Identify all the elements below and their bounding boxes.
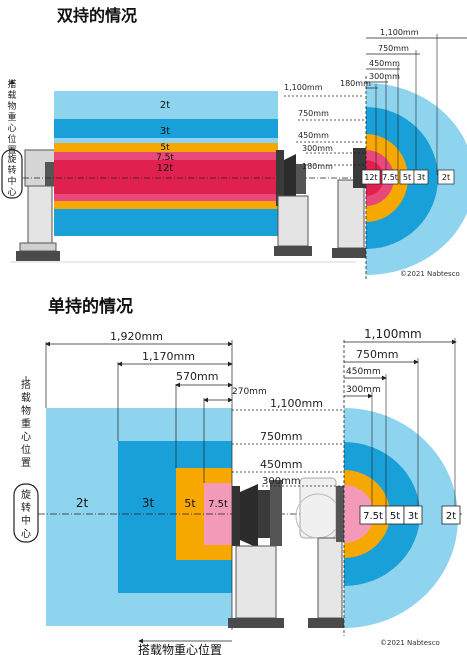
upper-band-label-5t: 5t (160, 143, 170, 153)
svg-text:570mm: 570mm (176, 370, 218, 383)
svg-text:1,100mm: 1,100mm (284, 83, 323, 92)
svg-text:1,100mm: 1,100mm (380, 28, 419, 37)
svg-text:300mm: 300mm (369, 72, 400, 81)
upper-right-positioner (332, 148, 370, 258)
lower-side-dimensions: 1,100mm 750mm 450mm 300mm (232, 397, 344, 487)
lower-zone-label-3t: 3t (142, 496, 155, 510)
svg-text:270mm: 270mm (232, 387, 267, 397)
svg-text:300mm: 300mm (302, 144, 333, 153)
lower-top-dimensions: 1,100mm 750mm 450mm 300mm (344, 327, 457, 510)
lower-zone-label-2t: 2t (76, 496, 89, 510)
upper-band-label-7-5t: 7.5t (156, 153, 174, 163)
svg-text:5t: 5t (390, 511, 400, 522)
svg-text:3t: 3t (408, 511, 418, 522)
upper-band-label-3t: 3t (160, 126, 170, 137)
upper-title: 双持的情况 (57, 6, 138, 25)
upper-band-12t (54, 160, 278, 194)
upper-diagram: 2t 3t 5t 7.5t 12t 旋转中心 搭载物重心位置 (1, 28, 467, 280)
upper-rotation-center-badge: 旋转中心 (1, 149, 23, 199)
svg-text:搭载物重心位置: 搭载物重心位置 (21, 378, 31, 469)
upper-top-dimensions: 1,100mm 750mm 450mm 300mm 180mm (340, 28, 467, 175)
lower-title: 单持的情况 (48, 297, 133, 317)
svg-text:750mm: 750mm (260, 430, 302, 443)
svg-text:2t: 2t (442, 173, 450, 182)
svg-text:7.5t: 7.5t (382, 173, 398, 182)
lower-vertical-label-stack: 搭载物重心位置 (21, 376, 31, 469)
upper-chuck (274, 150, 312, 256)
upper-band-label-12t: 12t (157, 163, 174, 174)
svg-text:450mm: 450mm (346, 367, 381, 377)
lower-diagram: 2t 3t 5t 7.5t 1,920mm 1,170mm 570mm 270m… (13, 327, 462, 655)
svg-text:1,100mm: 1,100mm (364, 327, 422, 341)
svg-text:1,170mm: 1,170mm (142, 350, 195, 363)
svg-text:搭载物重心位置: 搭载物重心位置 (7, 78, 16, 156)
upper-weight-tags: 12t 7.5t 5t 3t 2t (361, 169, 455, 185)
upper-band-2t-mid (54, 138, 278, 143)
svg-text:180mm: 180mm (340, 79, 371, 88)
svg-text:300mm: 300mm (346, 385, 381, 395)
lower-zone-label-7-5t: 7.5t (208, 499, 228, 510)
svg-text:旋转中心: 旋转中心 (7, 153, 16, 198)
upper-band-label-2t: 2t (160, 100, 170, 111)
svg-text:750mm: 750mm (356, 348, 398, 361)
lower-zone-label-5t: 5t (184, 497, 196, 510)
lower-chuck (228, 480, 284, 628)
svg-text:12t: 12t (364, 173, 377, 182)
lower-rotation-center-badge: 旋转中心 (13, 483, 39, 543)
svg-text:7.5t: 7.5t (363, 511, 383, 522)
lower-tailstock (295, 477, 348, 628)
svg-text:搭载物重心位置: 搭载物重心位置 (138, 642, 222, 655)
svg-text:750mm: 750mm (298, 109, 329, 118)
svg-text:180mm: 180mm (302, 162, 333, 171)
svg-text:5t: 5t (403, 173, 411, 182)
upper-left-positioner (16, 149, 60, 261)
lower-weight-tags: 7.5t 5t 3t 2t (359, 505, 461, 525)
svg-text:450mm: 450mm (260, 458, 302, 471)
lower-width-dimensions: 1,920mm 1,170mm 570mm 270mm (45, 330, 267, 630)
svg-text:2t: 2t (446, 511, 456, 522)
lower-copyright: ©2021 Nabtesco (380, 639, 440, 647)
svg-text:1,920mm: 1,920mm (110, 330, 163, 343)
svg-text:450mm: 450mm (369, 59, 400, 68)
upper-vertical-label-stack: 搭载物重心位置 (7, 78, 16, 156)
upper-side-dimensions: 1,100mm 750mm 450mm 300mm 180mm (284, 83, 364, 171)
lower-bottom-label: 搭载物重心位置 (138, 638, 232, 655)
svg-text:1,100mm: 1,100mm (270, 397, 323, 410)
svg-text:300mm: 300mm (262, 476, 301, 487)
svg-text:450mm: 450mm (298, 131, 329, 140)
upper-copyright: ©2021 Nabtesco (400, 270, 460, 278)
svg-text:3t: 3t (417, 173, 425, 182)
svg-text:旋转中心: 旋转中心 (21, 488, 31, 540)
svg-text:750mm: 750mm (378, 44, 409, 53)
